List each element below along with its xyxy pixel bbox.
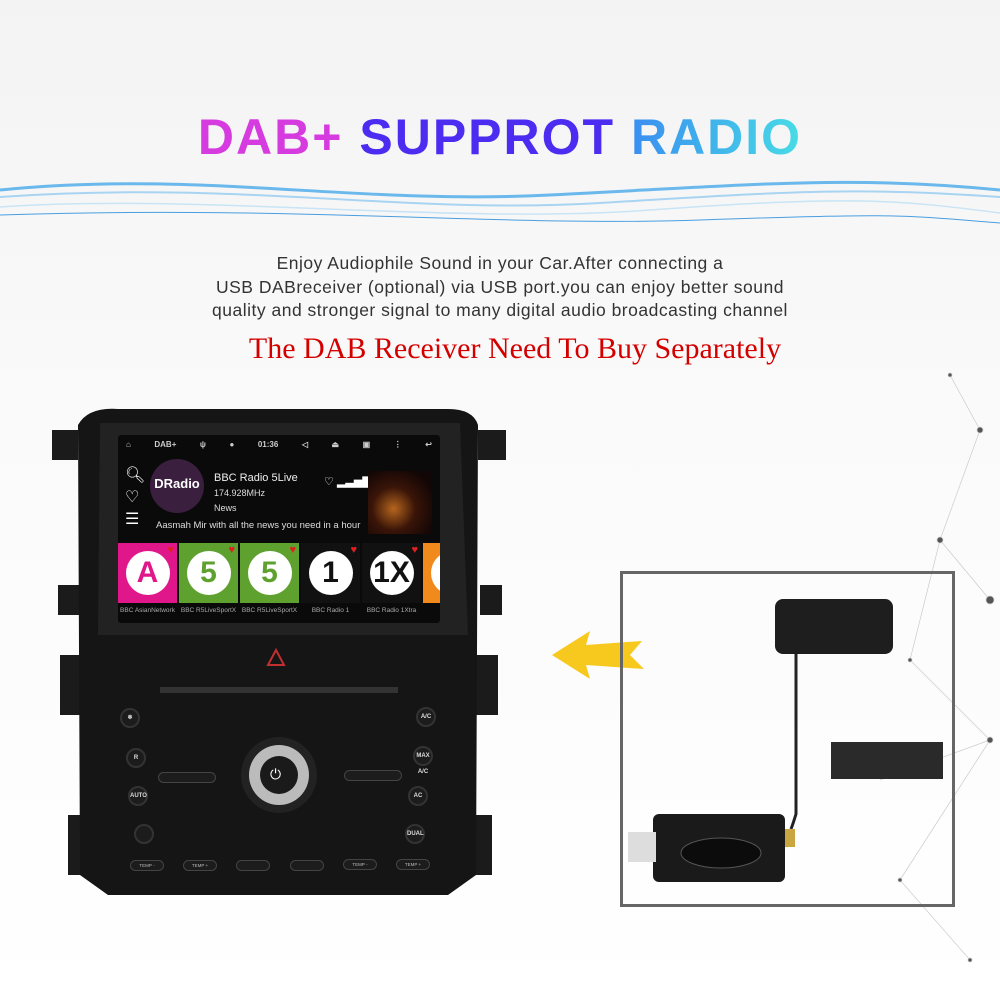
recirculate-button[interactable] <box>134 824 154 844</box>
preset-label: BBC R5LiveSportX <box>180 607 237 614</box>
description-line: Enjoy Audiophile Sound in your Car.After… <box>276 253 724 273</box>
preset-logo: 1X <box>369 551 414 595</box>
preset-tile[interactable]: 1♥ <box>301 543 360 603</box>
rear-defrost-button[interactable]: R <box>126 748 146 768</box>
title-radio: RADIO <box>630 109 803 165</box>
station-name: BBC Radio 5Live <box>214 472 298 484</box>
right-seat-button[interactable] <box>344 770 402 781</box>
preset-logo: 5 <box>247 551 292 595</box>
temp-button[interactable]: TEMP - <box>130 860 164 871</box>
preset-label: BBC AsianNetwork <box>120 607 175 614</box>
frequency: 174.928MHz <box>214 488 266 498</box>
heart-icon[interactable]: ♥ <box>289 544 296 556</box>
dual-button[interactable]: DUAL <box>405 824 425 844</box>
preset-label: BB <box>423 607 440 614</box>
heart-icon[interactable]: ♥ <box>411 544 418 556</box>
ac-button[interactable]: AC <box>408 786 428 806</box>
volume-icon[interactable]: ◁ <box>301 439 309 449</box>
usb-icon: ψ <box>199 439 206 449</box>
page-title: DAB+ SUPPROT RADIO <box>0 108 1000 166</box>
preset-logo: A <box>125 551 170 595</box>
preset-logo: 5 <box>186 551 231 595</box>
title-dab: DAB+ <box>197 109 344 165</box>
preset-list: A♥5♥5♥1♥1X♥♥ <box>118 543 440 603</box>
favorite-icon[interactable]: ♡ <box>125 489 140 506</box>
menu-icon[interactable]: ⋮ <box>393 439 402 449</box>
preset-label: BBC Radio 1 <box>311 607 350 614</box>
preset-logo: 1 <box>308 551 353 595</box>
heart-icon[interactable]: ♥ <box>228 544 235 556</box>
cooled-seat-button[interactable] <box>290 860 324 871</box>
power-knob[interactable]: ⏻ <box>270 766 282 782</box>
description-line: USB DABreceiver (optional) via USB port.… <box>216 276 784 297</box>
radio-screen: ⌂ DAB+ ψ ● 01:36 ◁ ⏏ ▣ ⋮ ↩ 🔍︎ ♡ ☰ DRadio… <box>118 435 440 623</box>
notice-text: The DAB Receiver Need To Buy Separately <box>248 332 782 365</box>
ticker-text: Aasmah Mir with all the news you need in… <box>156 520 361 531</box>
back-icon[interactable]: ↩ <box>425 439 432 449</box>
clock: 01:36 <box>257 439 279 449</box>
defrost-button[interactable]: ❄ <box>120 708 140 728</box>
max-ac-button[interactable]: MAX A/C <box>413 746 433 775</box>
heart-icon[interactable]: ♡ <box>324 476 334 488</box>
home-icon[interactable]: ⌂ <box>126 439 131 449</box>
dab-receiver-image <box>620 571 955 907</box>
app-name: DAB+ <box>154 439 177 449</box>
description: Enjoy Audiophile Sound in your Car.After… <box>0 252 1000 323</box>
heart-icon[interactable]: ♥ <box>350 544 357 556</box>
preset-label: BBC Radio 1Xtra <box>366 607 417 614</box>
auto-button[interactable]: AUTO <box>128 786 148 806</box>
preset-tile[interactable]: 5♥ <box>179 543 238 603</box>
preset-tile[interactable]: 5♥ <box>240 543 299 603</box>
ac-power-button[interactable]: A/C <box>416 707 436 727</box>
description-line: quality and stronger signal to many digi… <box>212 300 788 320</box>
album-art <box>368 471 432 534</box>
temp-button[interactable]: TEMP + <box>396 859 430 870</box>
status-bar: ⌂ DAB+ ψ ● 01:36 ◁ ⏏ ▣ ⋮ ↩ <box>118 435 440 453</box>
left-seat-button[interactable] <box>158 772 216 783</box>
list-icon[interactable]: ☰ <box>125 511 140 528</box>
preset-tile[interactable]: ♥ <box>423 543 440 603</box>
heated-seat-button[interactable] <box>236 860 270 871</box>
eject-icon[interactable]: ⏏ <box>331 439 340 449</box>
preset-label: BBC R5LiveSportX <box>241 607 298 614</box>
location-icon: ● <box>229 439 235 449</box>
preset-tile[interactable]: A♥ <box>118 543 177 603</box>
heart-icon[interactable]: ♥ <box>167 544 174 556</box>
temp-button[interactable]: TEMP + <box>183 860 217 871</box>
search-icon[interactable]: 🔍︎ <box>125 467 146 484</box>
title-support: SUPPROT <box>359 109 616 165</box>
dab-receiver <box>628 599 943 882</box>
preset-tile[interactable]: 1X♥ <box>362 543 421 603</box>
screen-icon[interactable]: ▣ <box>362 439 371 449</box>
preset-logo <box>430 551 440 595</box>
genre: News <box>214 503 237 513</box>
temp-button[interactable]: TEMP - <box>343 859 377 870</box>
wave-decoration <box>0 180 1000 224</box>
preset-labels: BBC AsianNetwork BBC R5LiveSportX BBC R5Li… <box>118 607 440 614</box>
signal-icon: ▂▃▅▇ <box>336 476 371 488</box>
station-logo: DRadio <box>150 459 204 513</box>
